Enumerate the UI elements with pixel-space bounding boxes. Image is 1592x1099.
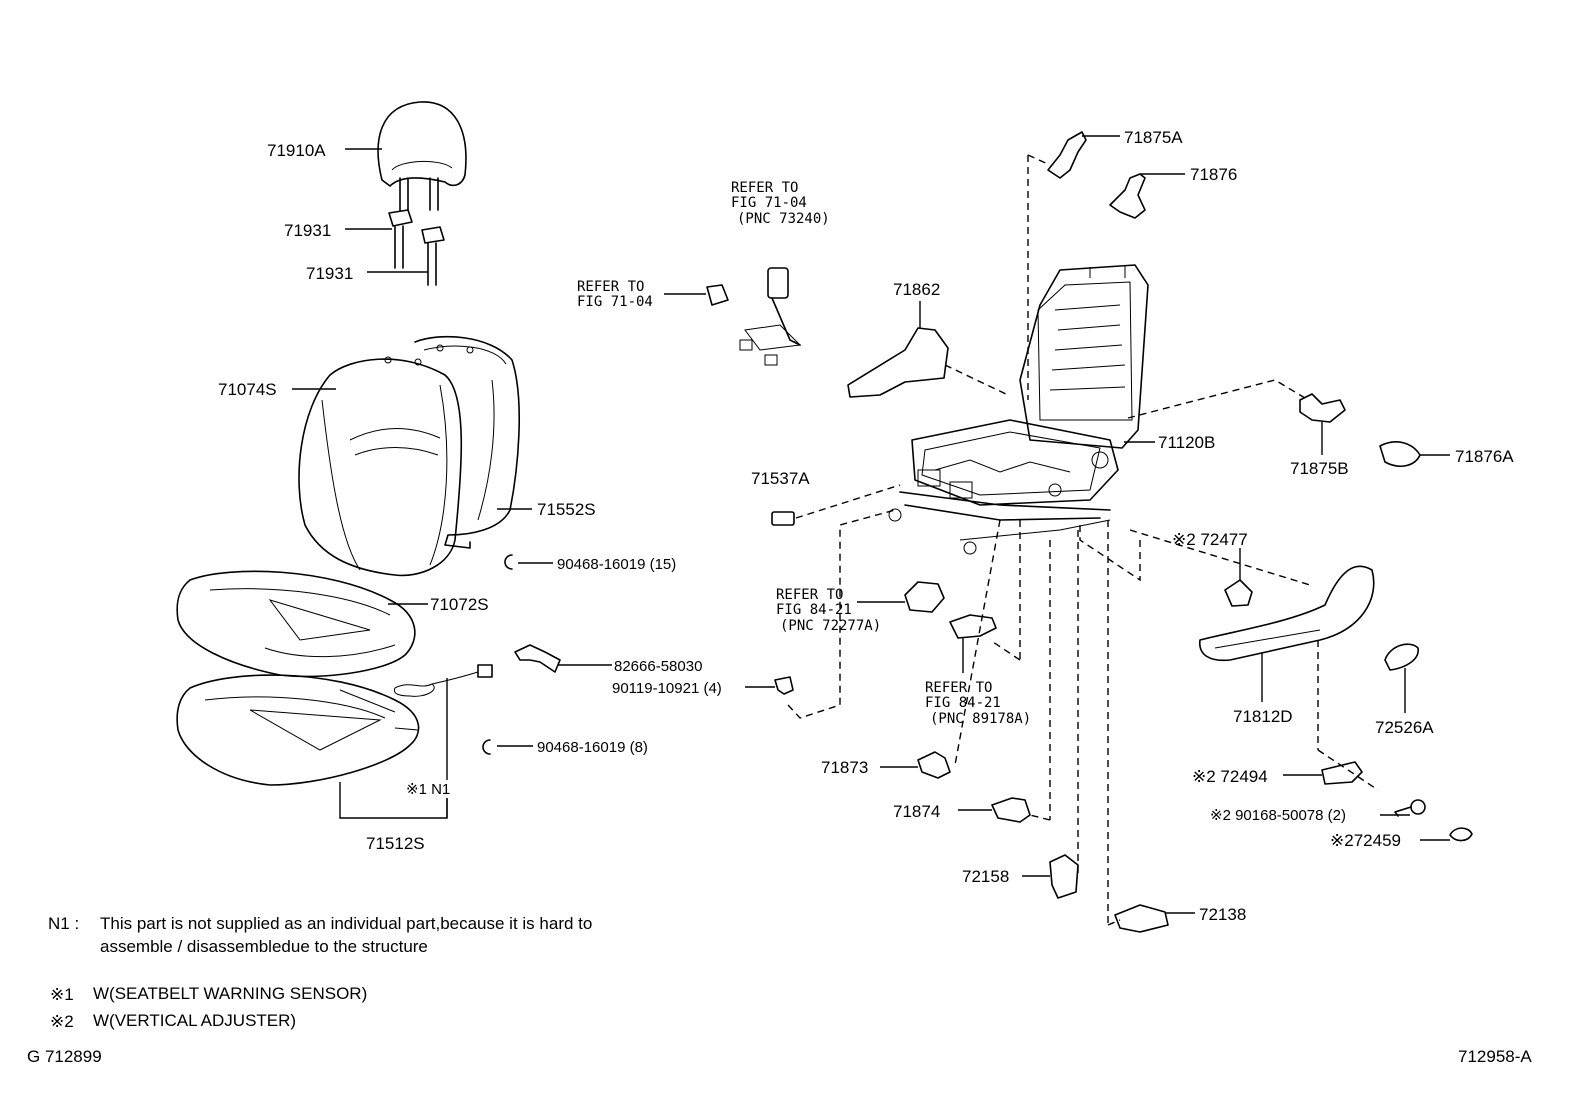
part-label-72459: ※272459 bbox=[1330, 831, 1401, 850]
seat-frame-part bbox=[888, 264, 1149, 555]
part-label-71910A: 71910A bbox=[267, 141, 326, 160]
note-s1-text: W(SEATBELT WARNING SENSOR) bbox=[93, 984, 368, 1003]
bolt-part bbox=[774, 676, 794, 695]
part-label-71072S: 71072S bbox=[430, 595, 489, 614]
refer-to-note: REFER TO FIG 84-21 (PNC 89178A) bbox=[925, 680, 1031, 727]
part-label-71931: 71931 bbox=[306, 264, 353, 283]
refer-line: FIG 84-21 bbox=[925, 695, 1001, 711]
seatback-board-part bbox=[414, 335, 521, 549]
note-key-n1: N1 : bbox=[48, 914, 80, 933]
part-label-71120B: 71120B bbox=[1158, 433, 1215, 452]
spring-part bbox=[1047, 131, 1087, 179]
footer-left-code: G 712899 bbox=[27, 1047, 102, 1066]
part-label-72526A: 72526A bbox=[1375, 718, 1434, 737]
part-label-n1: ※1 N1 bbox=[406, 781, 450, 798]
side-shield-part bbox=[1199, 565, 1375, 662]
cover-part bbox=[1379, 441, 1421, 467]
refer-line: REFER TO bbox=[731, 180, 798, 196]
part-label-71552S: 71552S bbox=[537, 500, 596, 519]
side-cover-part bbox=[847, 327, 949, 398]
bracket-part bbox=[917, 751, 951, 779]
part-label-90468-16019-8: 90468-16019 (8) bbox=[537, 739, 648, 756]
seat-cushion-pad-part bbox=[176, 674, 420, 786]
part-label-71875B: 71875B bbox=[1290, 459, 1349, 478]
refer-line: REFER TO bbox=[925, 680, 992, 696]
part-label-71876: 71876 bbox=[1190, 165, 1237, 184]
part-label-72494: ※2 72494 bbox=[1192, 767, 1268, 786]
part-label-71812D: 71812D bbox=[1233, 707, 1293, 726]
part-label-71537A: 71537A bbox=[751, 469, 810, 488]
part-label-72158: 72158 bbox=[962, 867, 1009, 886]
refer-line: (PNC 73240) bbox=[737, 211, 830, 227]
handle-part bbox=[1321, 761, 1363, 785]
refer-to-note: REFER TO FIG 71-04 bbox=[577, 279, 653, 310]
part-label-71512S: 71512S bbox=[366, 834, 425, 853]
lever-part bbox=[1109, 173, 1146, 219]
switch-part bbox=[904, 581, 945, 613]
note-n1-line2: assemble / disassembledue to the structu… bbox=[100, 937, 428, 956]
part-label-72138: 72138 bbox=[1199, 905, 1246, 924]
part-label-71862: 71862 bbox=[893, 280, 940, 299]
note-s2-text: W(VERTICAL ADJUSTER) bbox=[93, 1011, 297, 1030]
bracket-part bbox=[991, 797, 1031, 823]
refer-line: FIG 84-21 bbox=[776, 602, 852, 618]
headrest-part bbox=[377, 101, 467, 211]
seat-cushion-cover-part bbox=[176, 570, 416, 678]
clip-part bbox=[482, 739, 491, 755]
refer-line: FIG 71-04 bbox=[577, 294, 653, 310]
part-label-71876A: 71876A bbox=[1455, 447, 1514, 466]
cover-part bbox=[1049, 854, 1079, 899]
part-label-72477: ※2 72477 bbox=[1172, 530, 1248, 549]
cap-part bbox=[771, 511, 795, 526]
refer-line: (PNC 72277A) bbox=[780, 618, 881, 634]
seatbelt-sensor-part bbox=[393, 664, 493, 697]
part-label-71873: 71873 bbox=[821, 758, 868, 777]
note-n1-line1: This part is not supplied as an individu… bbox=[100, 914, 593, 933]
part-label-90119-10921: 90119-10921 (4) bbox=[612, 680, 722, 697]
refer-line: (PNC 89178A) bbox=[930, 711, 1031, 727]
seatbelt-buckle-part bbox=[739, 267, 802, 366]
bolt-part bbox=[706, 284, 729, 306]
footer-right-code: 712958-A bbox=[1458, 1047, 1532, 1066]
screw-part bbox=[1394, 799, 1426, 817]
cover-part bbox=[1299, 393, 1346, 423]
cap-part bbox=[1449, 827, 1473, 842]
part-label-90168-50078: ※2 90168-50078 (2) bbox=[1210, 807, 1346, 824]
refer-line: REFER TO bbox=[577, 279, 644, 295]
refer-to-note: REFER TO FIG 71-04 (PNC 73240) bbox=[731, 180, 830, 227]
knob-part bbox=[1384, 643, 1419, 671]
refer-line: REFER TO bbox=[776, 587, 843, 603]
cover-part bbox=[1114, 904, 1169, 933]
clip-part bbox=[504, 554, 513, 570]
part-label-71874: 71874 bbox=[893, 802, 940, 821]
part-label-71074S: 71074S bbox=[218, 380, 277, 399]
knob-part bbox=[1224, 579, 1253, 607]
part-label-90468-16019-15: 90468-16019 (15) bbox=[557, 556, 676, 573]
bracket-part bbox=[514, 644, 561, 673]
note-key-s2: ※2 bbox=[50, 1012, 74, 1031]
seatback-cover-part bbox=[298, 356, 463, 577]
part-label-71875A: 71875A bbox=[1124, 128, 1183, 147]
refer-to-note: REFER TO FIG 84-21 (PNC 72277A) bbox=[776, 587, 881, 634]
note-key-s1: ※1 bbox=[50, 985, 74, 1004]
headrest-guide-part bbox=[388, 209, 445, 286]
part-label-82666-58030: 82666-58030 bbox=[614, 658, 702, 675]
part-label-71931: 71931 bbox=[284, 221, 331, 240]
sensor-part bbox=[949, 614, 997, 639]
refer-line: FIG 71-04 bbox=[731, 195, 807, 211]
